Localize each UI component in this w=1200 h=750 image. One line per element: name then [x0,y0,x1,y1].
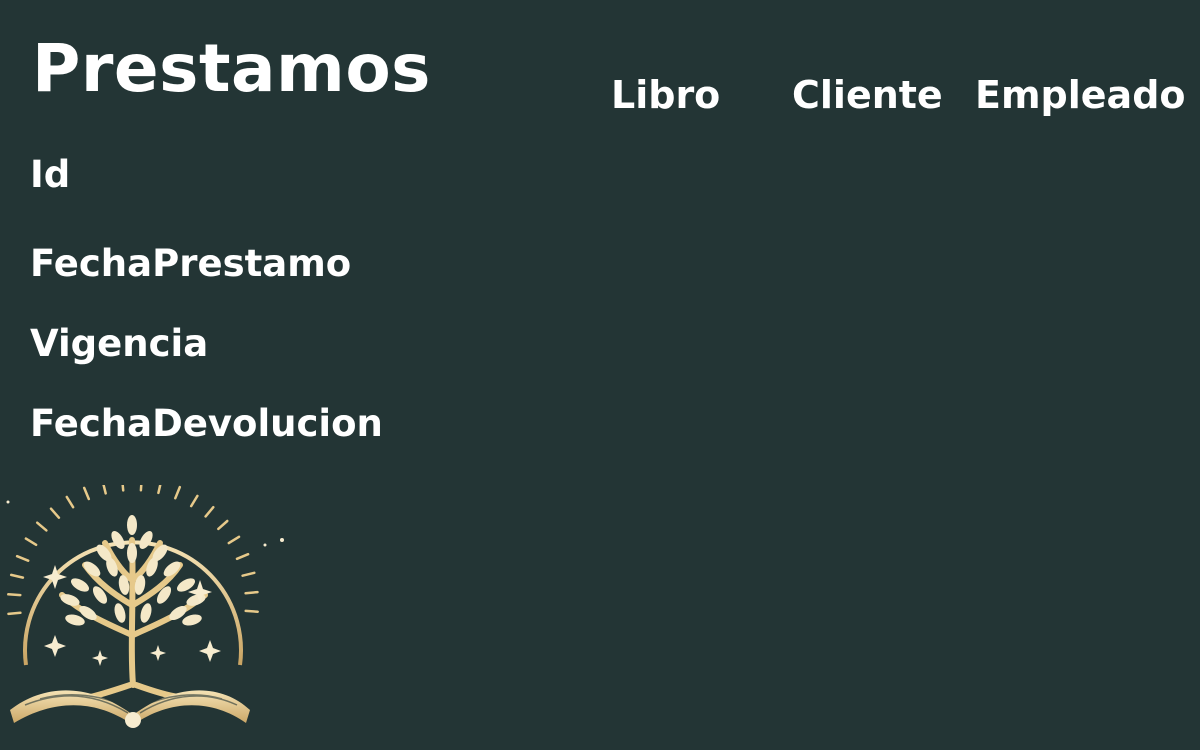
field-label-vigencia: Vigencia [30,322,209,365]
tab-libro[interactable]: Libro [611,73,721,117]
tab-cliente[interactable]: Cliente [792,73,943,117]
tree-of-knowledge-book-icon [0,477,290,740]
tab-empleado[interactable]: Empleado [975,73,1186,117]
field-label-id: Id [30,153,71,196]
field-label-fecha-prestamo: FechaPrestamo [30,242,352,285]
page-title: Prestamos [32,30,431,107]
field-label-fecha-devolucion: FechaDevolucion [30,402,383,445]
